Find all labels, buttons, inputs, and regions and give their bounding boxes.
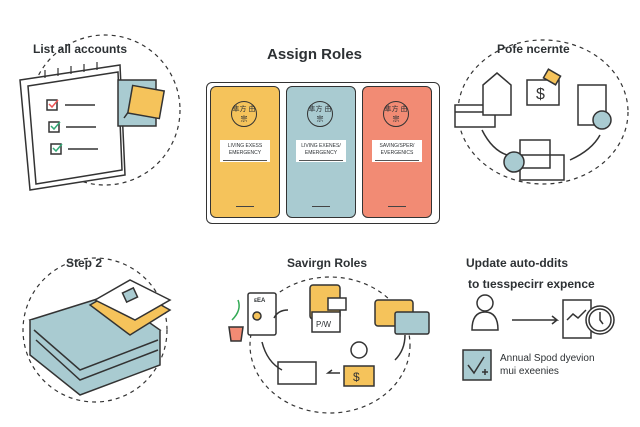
role-seal: 隼方 由宗 [307,101,333,127]
list-accounts-title: List all accounts [33,42,128,56]
update-title-line2: to tıesspecirr expence [468,277,595,291]
role-card-emergency[interactable]: 隼方 由宗 LIVING EXENES/ EMERGENCY [286,86,356,218]
role-label: LIVING EXENES/ EMERGENCY [296,140,346,162]
role-seal: 隼方 由宗 [383,101,409,127]
step-2-title: Step 2 [66,256,103,270]
notebook-checklist-icon [19,34,181,191]
role-label: SAVING/SPER/ EVERGENICS [372,140,422,162]
svg-text:$: $ [536,86,545,103]
doc-text: ᴇEA [254,298,266,304]
role-label: LIVING EXESS EMERGENCY [220,140,270,162]
role-card-savings[interactable]: 隼方 由宗 SAVING/SPER/ EVERGENICS [362,86,432,218]
finance-cycle-icon: $ [454,39,629,185]
saving-roles-title: Savirgn Roles [287,256,368,270]
role-cards [206,82,440,224]
annual-text-line2: mui exeenies [500,366,559,377]
divider [388,205,406,207]
pofe-title: Pofe ncernte [497,42,570,56]
saving-roles-cycle-icon: $ [228,276,430,414]
update-title-line1: Update auto-ddits [466,256,568,270]
role-seal: 隼方 由宗 [231,101,257,127]
divider [236,205,254,207]
divider [312,205,330,207]
assign-roles-title: Assign Roles [267,46,363,63]
svg-text:$: $ [353,370,360,384]
role-card-living[interactable]: 隼方 由宗 LIVING EXESS EMERGENCY [210,86,280,218]
note-text: P/W [316,320,332,329]
update-autodebit-icon [462,294,615,381]
book-stack-icon [22,257,172,403]
annual-text-line1: Annual Spod dyevion [500,353,595,364]
